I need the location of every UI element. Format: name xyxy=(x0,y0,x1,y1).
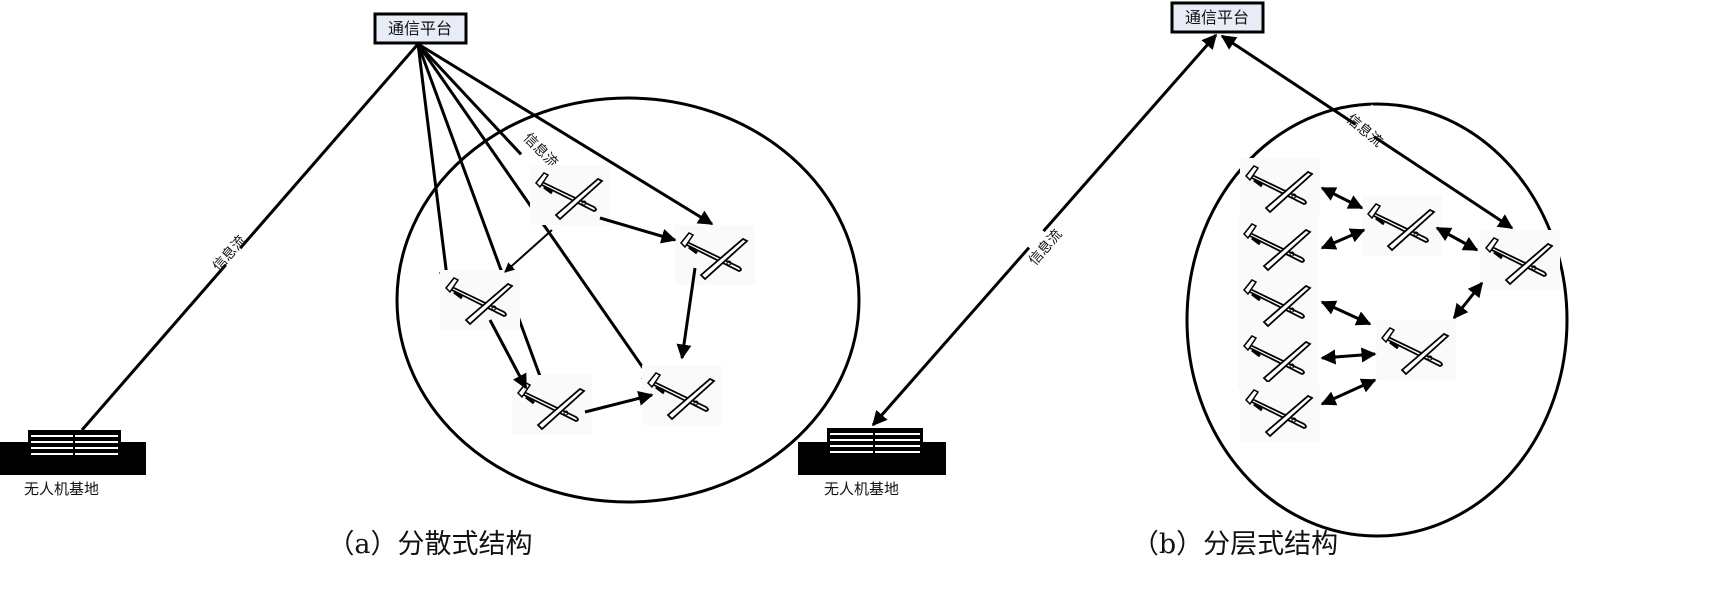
uav-icon xyxy=(1376,320,1456,380)
comm-platform-b: 通信平台 xyxy=(1170,1,1265,34)
uav-icon xyxy=(1238,328,1318,388)
uav-links xyxy=(488,216,697,414)
uav-icon xyxy=(530,165,610,225)
uav-base-b: 无人机基地 xyxy=(798,428,946,498)
panel-b-hierarchical: 通信平台 信息流 无人机基地 信息流 xyxy=(798,1,1569,560)
uav-icon xyxy=(1238,216,1318,276)
uav-base-label: 无人机基地 xyxy=(824,480,899,498)
panel-a-decentralized: 通信平台 信息流 无人机基地 信息流 xyxy=(0,12,861,560)
comm-platform-a: 通信平台 xyxy=(373,12,468,45)
uav-icon xyxy=(642,365,722,425)
comm-platform-label: 通信平台 xyxy=(388,19,452,38)
uav-icon xyxy=(1240,158,1320,218)
uav-base-label: 无人机基地 xyxy=(24,480,99,498)
comm-platform-label: 通信平台 xyxy=(1185,8,1249,27)
swarm-boundary-circle xyxy=(395,96,861,504)
uav-base-a: 无人机基地 xyxy=(0,430,146,498)
uav-aircraft xyxy=(1238,158,1560,442)
uav-icon xyxy=(675,225,755,285)
info-flow-line-base xyxy=(871,33,1218,427)
uav-icon xyxy=(1238,272,1318,332)
caption-b: （b）分层式结构 xyxy=(1132,529,1338,560)
caption-a: （a）分散式结构 xyxy=(327,529,532,560)
uav-icon xyxy=(1240,382,1320,442)
info-flow-line-base xyxy=(80,43,420,431)
uav-icon xyxy=(1480,230,1560,290)
uav-links xyxy=(1320,186,1484,406)
uav-icon xyxy=(1362,196,1442,256)
uav-icon xyxy=(440,270,520,330)
